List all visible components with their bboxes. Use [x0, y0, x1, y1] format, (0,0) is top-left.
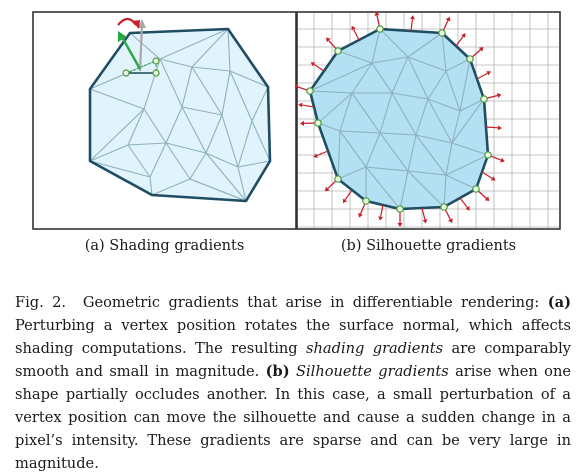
- caption-marker-b: (b): [266, 363, 290, 380]
- silhouette-vertex-marker: [315, 120, 321, 126]
- subfigure-label-b: (b) Silhouette gradients: [296, 238, 561, 254]
- figure-caption: Fig. 2. Geometric gradients that arise i…: [15, 291, 571, 475]
- silhouette-vertex-marker: [467, 56, 473, 62]
- silhouette-vertex-marker: [473, 186, 479, 192]
- silhouette-vertex-marker: [307, 88, 313, 94]
- panel-shading-gradients: [32, 11, 297, 230]
- vertex-marker: [123, 70, 129, 76]
- silhouette-vertex-marker: [439, 30, 445, 36]
- silhouette-vertex-marker: [363, 198, 369, 204]
- subfigure-label-a: (a) Shading gradients: [32, 238, 297, 254]
- vertex-marker: [153, 70, 159, 76]
- silhouette-vertex-marker: [335, 176, 341, 182]
- silhouette-vertex-marker: [485, 152, 491, 158]
- silhouette-gradient-arrow: [486, 127, 498, 128]
- vertex-marker: [153, 58, 159, 64]
- silhouette-vertex-marker: [481, 96, 487, 102]
- caption-text-1: Geometric gradients that arise in differ…: [83, 294, 548, 311]
- caption-marker-a: (a): [548, 294, 571, 311]
- figure-number: Fig. 2.: [15, 294, 66, 311]
- panel-silhouette-gradients: [296, 11, 561, 230]
- caption-term-silhouette: Silhouette gradients: [296, 363, 449, 380]
- silhouette-vertex-marker: [397, 206, 403, 212]
- caption-term-shading: shading gradients: [306, 340, 443, 357]
- silhouette-vertex-marker: [335, 48, 341, 54]
- shading-gradient-diagram: [32, 11, 297, 230]
- silhouette-vertex-marker: [377, 26, 383, 32]
- silhouette-gradient-diagram: [296, 11, 561, 230]
- silhouette-vertex-marker: [441, 204, 447, 210]
